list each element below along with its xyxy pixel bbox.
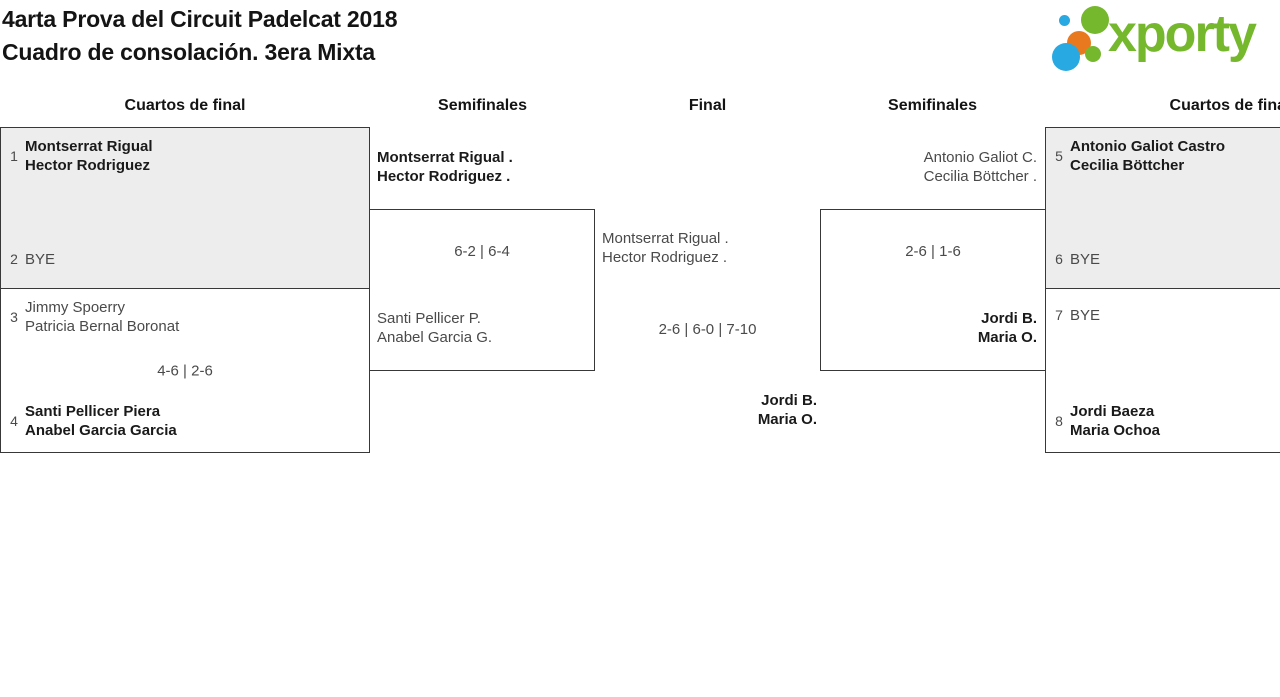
team-slot: 3 Jimmy Spoerry Patricia Bernal Boronat bbox=[1, 298, 369, 336]
bye-label: BYE bbox=[1070, 250, 1101, 268]
team-names: Antonio Galiot Castro Cecilia Böttcher bbox=[1070, 137, 1225, 175]
sf-right-top-team: Antonio Galiot C. Cecilia Böttcher . bbox=[924, 148, 1037, 186]
final-top-team: Montserrat Rigual . Hector Rodriguez . bbox=[602, 229, 729, 267]
team-slot: 7 BYE bbox=[1046, 298, 1280, 332]
seed-number: 2 bbox=[10, 251, 18, 267]
team-names: BYE bbox=[25, 250, 55, 269]
match-box-qf-right-1: 5 Antonio Galiot Castro Cecilia Böttcher… bbox=[1045, 127, 1280, 289]
team-slot: 6 BYE bbox=[1046, 242, 1280, 276]
player-name: Anabel Garcia Garcia bbox=[25, 422, 177, 439]
seed-number: 7 bbox=[1055, 307, 1063, 323]
match-score: 2-6 | 1-6 bbox=[905, 243, 961, 260]
match-box-qf-right-2: 7 BYE 8 Jordi Baeza Maria Ochoa bbox=[1045, 288, 1280, 453]
match-box-sf-left: 6-2 | 6-4 Santi Pellicer P. Anabel Garci… bbox=[369, 209, 595, 371]
team-slot: 8 Jordi Baeza Maria Ochoa bbox=[1046, 402, 1280, 440]
player-name: Patricia Bernal Boronat bbox=[25, 318, 180, 335]
logo-wordmark: xporty bbox=[1108, 5, 1257, 63]
player-name: Hector Rodriguez . bbox=[377, 168, 511, 185]
player-name: Santi Pellicer P. bbox=[377, 310, 481, 327]
team-slot: 1 Montserrat Rigual Hector Rodriguez bbox=[1, 137, 369, 175]
seed-number: 8 bbox=[1055, 413, 1063, 429]
player-name: Montserrat Rigual . bbox=[602, 230, 729, 247]
bye-label: BYE bbox=[25, 250, 56, 268]
player-name: Santi Pellicer Piera bbox=[25, 403, 161, 420]
draw-name: Cuadro de consolación. 3era Mixta bbox=[2, 39, 376, 65]
round-header-semifinals-right: Semifinales bbox=[888, 97, 977, 114]
bye-label: BYE bbox=[1070, 306, 1101, 324]
team-slot: 2 BYE bbox=[1, 242, 369, 276]
player-name: Anabel Garcia G. bbox=[377, 329, 493, 346]
team-names: Jimmy Spoerry Patricia Bernal Boronat bbox=[25, 298, 179, 336]
logo-dot-icon bbox=[1059, 15, 1070, 26]
team-names: BYE bbox=[1070, 306, 1100, 325]
player-name: Montserrat Rigual . bbox=[377, 149, 513, 166]
seed-number: 5 bbox=[1055, 148, 1063, 164]
player-name: Hector Rodriguez . bbox=[602, 249, 728, 266]
match-score: 6-2 | 6-4 bbox=[454, 243, 510, 260]
xporty-logo[interactable]: xporty bbox=[1045, 5, 1280, 75]
match-box-qf-left-1: 1 Montserrat Rigual Hector Rodriguez 2 B… bbox=[0, 127, 370, 289]
team-slot: 4 Santi Pellicer Piera Anabel Garcia Gar… bbox=[1, 402, 369, 440]
player-name: Jimmy Spoerry bbox=[25, 299, 126, 316]
player-name: Jordi Baeza bbox=[1070, 403, 1155, 420]
player-name: Antonio Galiot C. bbox=[923, 149, 1037, 166]
seed-number: 3 bbox=[10, 309, 18, 325]
tournament-name: 4arta Prova del Circuit Padelcat 2018 bbox=[2, 6, 398, 32]
player-name: Cecilia Böttcher bbox=[1070, 157, 1185, 174]
seed-number: 1 bbox=[10, 148, 18, 164]
round-header-quarterfinals-right: Cuartos de final bbox=[1169, 97, 1280, 114]
player-name: Maria O. bbox=[977, 329, 1037, 346]
seed-number: 4 bbox=[10, 413, 18, 429]
player-name: Antonio Galiot Castro bbox=[1070, 138, 1225, 155]
match-box-sf-right: 2-6 | 1-6 Jordi B. Maria O. bbox=[820, 209, 1046, 371]
player-name: Maria O. bbox=[757, 411, 817, 428]
page-title: 4arta Prova del Circuit Padelcat 2018 Cu… bbox=[2, 3, 398, 69]
player-name: Maria Ochoa bbox=[1070, 422, 1161, 439]
sf-left-bottom-team: Santi Pellicer P. Anabel Garcia G. bbox=[377, 309, 492, 347]
team-slot: 5 Antonio Galiot Castro Cecilia Böttcher bbox=[1046, 137, 1280, 175]
team-names: Jordi Baeza Maria Ochoa bbox=[1070, 402, 1160, 440]
seed-number: 6 bbox=[1055, 251, 1063, 267]
player-name: Hector Rodriguez bbox=[25, 157, 151, 174]
player-name: Montserrat Rigual bbox=[25, 138, 153, 155]
round-header-final: Final bbox=[688, 97, 727, 114]
player-name: Jordi B. bbox=[761, 392, 817, 409]
match-score: 4-6 | 2-6 bbox=[157, 362, 213, 379]
team-names: BYE bbox=[1070, 250, 1100, 269]
logo-dot-icon bbox=[1085, 46, 1101, 62]
champion-team: Jordi B. Maria O. bbox=[758, 391, 817, 429]
team-names: Montserrat Rigual Hector Rodriguez bbox=[25, 137, 153, 175]
round-header-quarterfinals-left: Cuartos de final bbox=[124, 97, 246, 114]
round-header-semifinals-left: Semifinales bbox=[438, 97, 527, 114]
team-names: Santi Pellicer Piera Anabel Garcia Garci… bbox=[25, 402, 177, 440]
match-box-qf-left-2: 3 Jimmy Spoerry Patricia Bernal Boronat … bbox=[0, 288, 370, 453]
player-name: Jordi B. bbox=[981, 310, 1037, 327]
player-name: Cecilia Böttcher . bbox=[923, 168, 1037, 185]
logo-dot-icon bbox=[1081, 6, 1109, 34]
sf-left-top-team: Montserrat Rigual . Hector Rodriguez . bbox=[377, 148, 513, 186]
final-score: 2-6 | 6-0 | 7-10 bbox=[658, 321, 757, 338]
sf-right-bottom-team: Jordi B. Maria O. bbox=[978, 309, 1037, 347]
logo-dot-icon bbox=[1052, 43, 1080, 71]
